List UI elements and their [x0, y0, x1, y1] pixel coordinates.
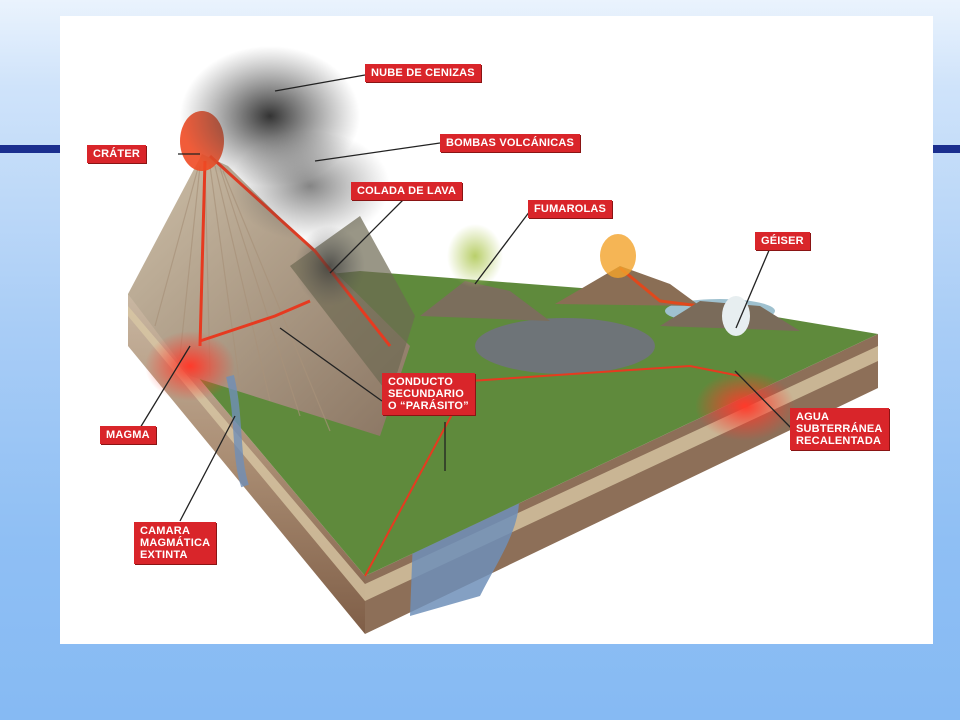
label-line: SECUNDARIO	[388, 388, 464, 400]
label-line: MAGMÁTICA	[140, 537, 211, 549]
label-crater: CRÁTER	[87, 145, 147, 163]
label-ash-cloud: NUBE DE CENIZAS	[365, 64, 481, 82]
volcanic-bombs	[230, 131, 390, 241]
secondary-conduit	[199, 299, 311, 343]
label-heated-groundwater: AGUA SUBTERRÁNEA RECALENTADA	[790, 408, 889, 450]
geyser-magma	[695, 371, 795, 441]
small-eruption	[600, 234, 636, 278]
volcano-illustration	[128, 46, 878, 634]
label-line: CONDUCTO	[388, 376, 453, 388]
title-rule-right	[930, 145, 960, 153]
label-geyser: GÉISER	[755, 232, 810, 250]
geyser-steam	[722, 296, 750, 336]
label-line: EXTINTA	[140, 549, 188, 561]
label-extinct-chamber: CAMARA MAGMÁTICA EXTINTA	[134, 522, 217, 564]
fumarole-hill	[420, 281, 550, 321]
soil-layer	[128, 306, 878, 601]
label-line: CAMARA	[140, 525, 191, 537]
label-line: AGUA	[796, 411, 830, 423]
extinct-chamber	[226, 375, 249, 488]
volcano-diagram: NUBE DE CENIZAS BOMBAS VOLCÁNICAS CRÁTER…	[60, 16, 933, 644]
label-secondary-conduit: CONDUCTO SECUNDARIO O “PARÁSITO”	[382, 373, 475, 415]
label-magma: MAGMA	[100, 426, 156, 444]
leader-lines	[139, 74, 798, 522]
fumarole-plume	[447, 224, 503, 288]
magma-chamber	[145, 331, 235, 401]
main-conduit	[198, 160, 207, 347]
label-line: RECALENTADA	[796, 435, 882, 447]
lava-smoke	[295, 226, 365, 306]
label-line: O “PARÁSITO”	[388, 400, 469, 412]
label-lava-flow: COLADA DE LAVA	[351, 182, 463, 200]
label-line: SUBTERRÁNEA	[796, 423, 883, 435]
small-volcano	[555, 266, 700, 306]
label-volcanic-bombs: BOMBAS VOLCÁNICAS	[440, 134, 581, 152]
label-fumaroles: FUMAROLAS	[528, 200, 613, 218]
lava-field	[475, 318, 655, 374]
